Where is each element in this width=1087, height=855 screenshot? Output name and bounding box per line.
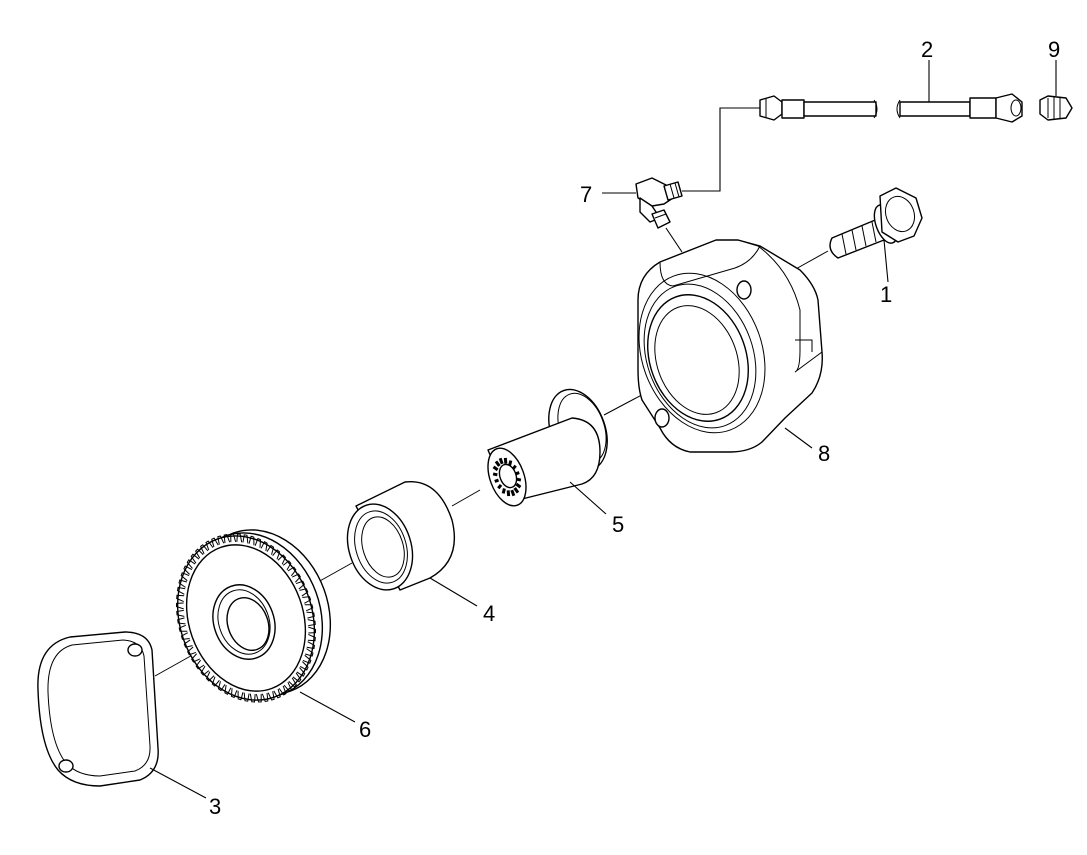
gear-tooth: [304, 604, 314, 612]
gear-tooth: [299, 588, 309, 597]
gear-tooth: [230, 533, 237, 543]
callout-4: 4: [483, 601, 495, 626]
gear-tooth: [205, 540, 214, 551]
gear-tooth: [277, 554, 287, 565]
gear-tooth: [278, 685, 287, 696]
callout-6: 6: [359, 717, 371, 742]
gear-tooth: [177, 617, 186, 625]
gear-tooth: [217, 535, 225, 545]
gear-tooth: [307, 619, 316, 627]
spline-tooth: [497, 483, 503, 490]
callout-labels: 1 2 3 4 5 6 7 8 9: [209, 37, 1060, 819]
gear-tooth: [190, 553, 200, 564]
gear-tooth: [186, 559, 196, 569]
callout-7: 7: [580, 182, 592, 207]
gear-tooth: [205, 671, 215, 682]
spline-tooth: [494, 478, 500, 483]
gear-tooth: [200, 665, 210, 676]
gear-tooth: [287, 566, 297, 577]
callout-3: 3: [209, 794, 221, 819]
gear-tooth: [211, 676, 220, 687]
spline-tooth: [492, 472, 498, 477]
gear-tooth: [267, 691, 275, 701]
gear-tooth: [180, 572, 190, 582]
spline-tooth: [501, 488, 506, 494]
part-3-cover-gasket: [37, 631, 207, 799]
gear-tooth: [254, 537, 262, 548]
part-5-splined-shaft: [487, 388, 608, 515]
spline-tooth: [508, 460, 513, 466]
gear-tooth: [288, 677, 297, 688]
gear-tooth: [224, 684, 232, 696]
gear-tooth: [306, 641, 316, 650]
callout-9: 9: [1048, 37, 1060, 62]
gear-tooth: [272, 549, 281, 560]
gear-tooth: [249, 693, 256, 703]
gear-tooth: [178, 579, 188, 588]
spline-tooth: [515, 482, 522, 489]
callout-5: 5: [612, 512, 624, 537]
gear-tooth: [211, 537, 219, 548]
callout-1: 1: [880, 282, 892, 307]
gear-tooth: [302, 654, 312, 664]
part-9-fitting-nut: [1039, 60, 1073, 121]
gear-tooth: [176, 586, 186, 595]
gear-tooth: [187, 646, 197, 656]
gear-tooth: [191, 653, 201, 663]
shaft-spline-teeth: [492, 457, 522, 497]
gear-tooth: [283, 681, 293, 692]
gear-tooth: [199, 544, 209, 555]
gear-tooth: [291, 573, 301, 583]
gear-tooth: [195, 659, 205, 670]
part-7-elbow-fitting: [602, 177, 683, 253]
gear-tooth: [266, 544, 275, 555]
gear-tooth: [195, 548, 204, 559]
spline-tooth: [498, 457, 504, 465]
gear-tooth: [217, 681, 226, 692]
gear-tooth: [307, 633, 316, 642]
spline-tooth: [510, 489, 516, 497]
gear-tooth: [306, 611, 315, 619]
gear-tooth: [304, 648, 314, 657]
gear-tooth: [302, 596, 312, 604]
part-1-flange-bolt: [829, 187, 923, 283]
gear-tooth: [243, 692, 250, 702]
spline-tooth: [513, 487, 520, 494]
gear-tooth: [296, 667, 306, 677]
gear-tooth: [223, 534, 231, 544]
gear-tooth: [261, 692, 269, 702]
gear-tooth: [255, 693, 262, 703]
part-8-gear-housing: [637, 239, 823, 453]
gear-tooth: [176, 594, 185, 603]
gear-tooth: [230, 688, 238, 699]
gear-tooth: [183, 565, 193, 575]
callout-2: 2: [921, 37, 933, 62]
part-6-spur-gear: [176, 529, 356, 723]
gear-tooth: [176, 609, 185, 617]
part-4-bearing-sleeve: [346, 480, 478, 607]
gear-tooth: [248, 535, 255, 546]
gear-tooth: [292, 672, 302, 683]
gear-tooth: [180, 632, 190, 640]
gear-tooth: [308, 626, 316, 634]
gear-tooth: [176, 602, 184, 610]
spline-tooth: [494, 460, 501, 467]
gear-tooth: [183, 639, 193, 648]
gear-tooth: [236, 533, 243, 543]
spline-tooth: [516, 477, 522, 482]
gear-tooth: [178, 624, 188, 632]
gear-tooth: [260, 540, 268, 552]
gear-tooth: [237, 690, 244, 701]
gear-tooth: [242, 534, 249, 544]
gear-tooth: [273, 688, 281, 699]
spline-tooth: [492, 465, 499, 472]
gear-teeth: [176, 533, 316, 703]
gear-tooth: [299, 661, 309, 671]
gear-tooth: [282, 560, 292, 571]
part-2-hose-assembly: [682, 60, 1023, 192]
callout-8: 8: [818, 441, 830, 466]
gear-tooth: [295, 580, 305, 590]
